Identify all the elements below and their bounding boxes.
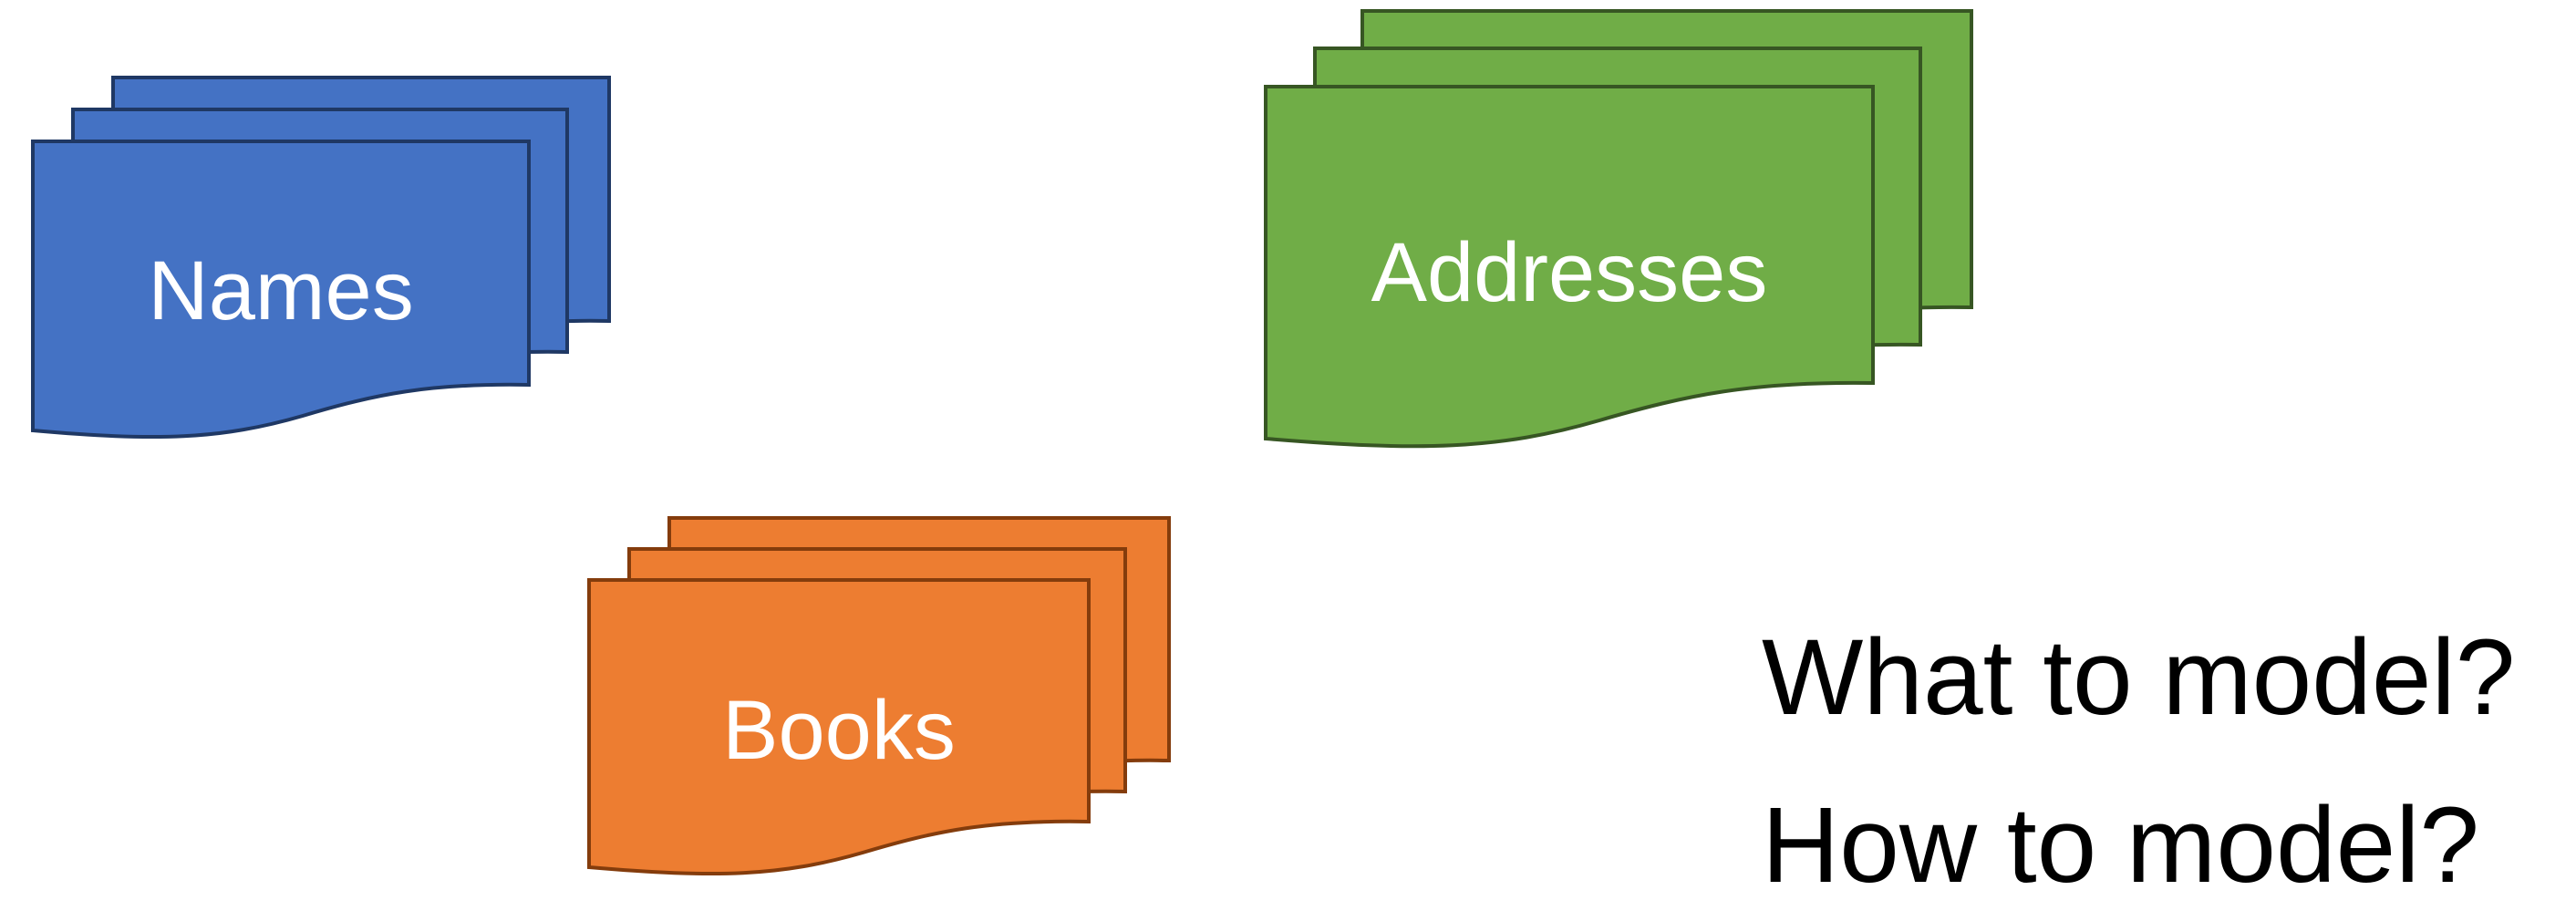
names-document-front: [31, 140, 531, 440]
names-document-stack: Names: [31, 76, 611, 440]
what-to-model-question: What to model?: [1762, 617, 2516, 738]
books-label: Books: [722, 684, 956, 777]
books-document-stack: Books: [587, 516, 1171, 876]
addresses-label: Addresses: [1371, 226, 1768, 319]
how-to-model-question: How to model?: [1762, 785, 2480, 906]
addresses-document-stack: Addresses: [1264, 9, 1973, 449]
names-label: Names: [148, 244, 413, 337]
books-document-front: [587, 578, 1091, 876]
addresses-document-front: [1264, 85, 1875, 449]
